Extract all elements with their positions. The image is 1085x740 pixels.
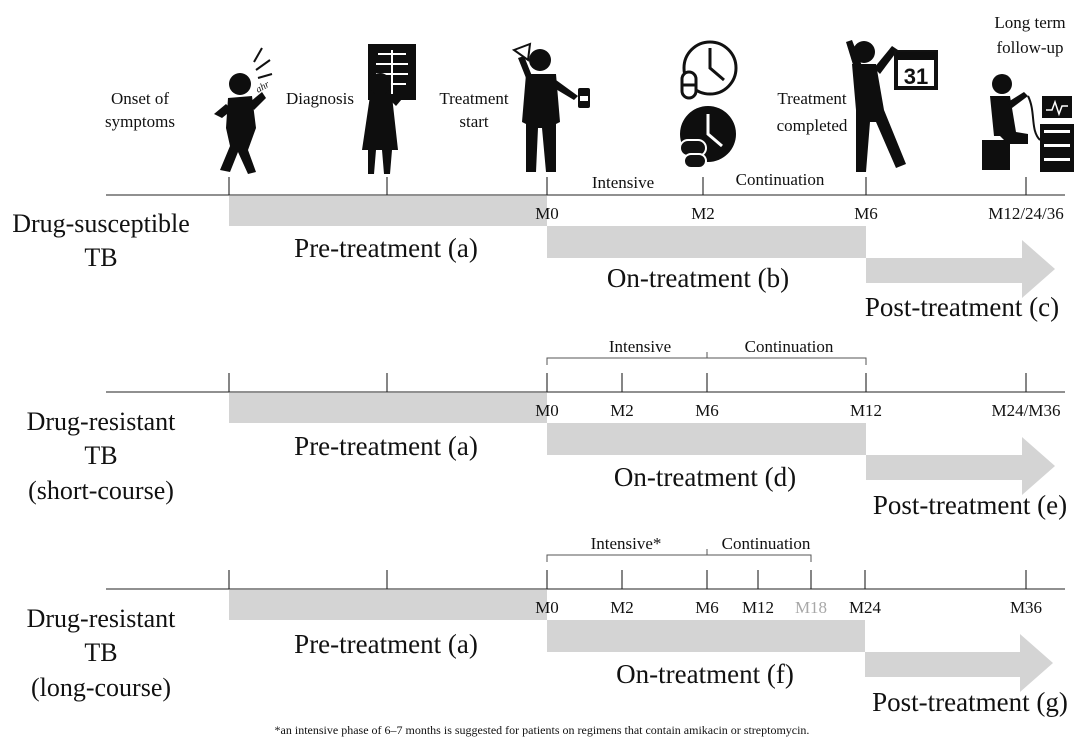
row3-tick-label-m36: M36 [1010, 598, 1042, 617]
svg-text:ahr: ahr [254, 79, 272, 96]
footnote: *an intensive phase of 6–7 months is sug… [275, 723, 810, 737]
row-drug-resistant-long: Intensive* Continuation M0 M2 M6 M12 M18… [27, 534, 1068, 717]
row3-tick-label-m12: M12 [742, 598, 774, 617]
row2-tick-label-m0: M0 [535, 401, 559, 420]
row1-post-treatment-label: Post-treatment (c) [865, 292, 1059, 322]
row1-continuation-label: Continuation [736, 170, 825, 189]
row2-title-line2: TB [84, 441, 117, 470]
row1-pre-treatment-label: Pre-treatment (a) [294, 233, 478, 263]
row2-on-treatment-bar [547, 423, 866, 455]
row2-post-treatment-arrow [866, 437, 1055, 495]
stage-treatment-completed-line1: Treatment [777, 89, 847, 108]
row3-tick-label-m6: M6 [695, 598, 719, 617]
row2-pre-treatment-bar [229, 393, 547, 423]
row1-on-treatment-label: On-treatment (b) [607, 263, 789, 293]
row3-title-line2: TB [84, 638, 117, 667]
row3-on-treatment-label: On-treatment (f) [616, 659, 794, 689]
medication-person-icon [511, 42, 590, 172]
stage-treatment-completed-label: Treatment completed [777, 89, 848, 135]
row-drug-susceptible: Intensive Continuation M0 M2 M6 M12/24/3… [12, 170, 1065, 322]
row3-on-treatment-bar [547, 620, 865, 652]
row3-tick-label-m18: M18 [795, 598, 827, 617]
row2-tick-label-m12: M12 [850, 401, 882, 420]
row2-on-treatment-label: On-treatment (d) [614, 462, 796, 492]
stage-diagnosis-label: Diagnosis [286, 89, 354, 108]
row1-title-line1: Drug-susceptible [12, 209, 190, 238]
row1-pre-treatment-bar [229, 196, 547, 226]
stage-onset-line2: symptoms [105, 112, 175, 131]
medical-examination-icon [982, 74, 1074, 172]
row-drug-resistant-short: Intensive Continuation M0 M2 M6 M12 M24/… [27, 337, 1067, 520]
row3-title-line3: (long-course) [31, 673, 171, 702]
stage-treatment-start-label: Treatment start [439, 89, 509, 131]
row3-pre-treatment-bar [229, 590, 547, 620]
row2-post-treatment-label: Post-treatment (e) [873, 490, 1067, 520]
row3-intensive-label: Intensive* [591, 534, 662, 553]
pill-clock-icon [679, 40, 738, 169]
row2-phase-bracket [546, 352, 867, 365]
row3-post-treatment-label: Post-treatment (g) [872, 687, 1068, 717]
stage-treatment-start-line1: Treatment [439, 89, 509, 108]
row3-pre-treatment-label: Pre-treatment (a) [294, 629, 478, 659]
calendar-day-label: 31 [904, 64, 928, 89]
stage-treatment-completed-line2: completed [777, 116, 848, 135]
stage-followup-label: Long term follow-up [994, 13, 1065, 57]
row3-phase-bracket [546, 549, 812, 562]
stage-treatment-start-line2: start [459, 112, 489, 131]
row1-intensive-label: Intensive [592, 173, 654, 192]
row3-tick-label-m2: M2 [610, 598, 634, 617]
row2-tick-label-m2: M2 [610, 401, 634, 420]
celebrating-person-calendar-icon: 31 [846, 40, 938, 172]
xray-review-icon [362, 44, 416, 174]
row3-tick-label-m24: M24 [849, 598, 882, 617]
stage-followup-line2: follow-up [996, 38, 1063, 57]
row2-pre-treatment-label: Pre-treatment (a) [294, 431, 478, 461]
row1-tick-label-m12-24-36: M12/24/36 [988, 204, 1064, 223]
row3-continuation-label: Continuation [722, 534, 811, 553]
stage-onset-label: Onset of symptoms [105, 89, 175, 131]
row2-tick-label-m24-m36: M24/M36 [992, 401, 1061, 420]
coughing-person-icon: ahr [214, 47, 273, 174]
row1-tick-label-m0: M0 [535, 204, 559, 223]
stage-onset-line1: Onset of [111, 89, 169, 108]
row1-on-treatment-bar [547, 226, 866, 258]
row1-tick-label-m2: M2 [691, 204, 715, 223]
row1-title-line2: TB [84, 243, 117, 272]
row2-intensive-label: Intensive [609, 337, 671, 356]
row2-continuation-label: Continuation [745, 337, 834, 356]
row2-title-line3: (short-course) [28, 476, 174, 505]
row1-tick-label-m6: M6 [854, 204, 878, 223]
row3-post-treatment-arrow [865, 634, 1053, 692]
row2-title-line1: Drug-resistant [27, 407, 177, 436]
row1-post-treatment-arrow [866, 240, 1055, 298]
stage-followup-line1: Long term [994, 13, 1065, 32]
row3-tick-label-m0: M0 [535, 598, 559, 617]
row3-title-line1: Drug-resistant [27, 604, 177, 633]
row2-tick-label-m6: M6 [695, 401, 719, 420]
